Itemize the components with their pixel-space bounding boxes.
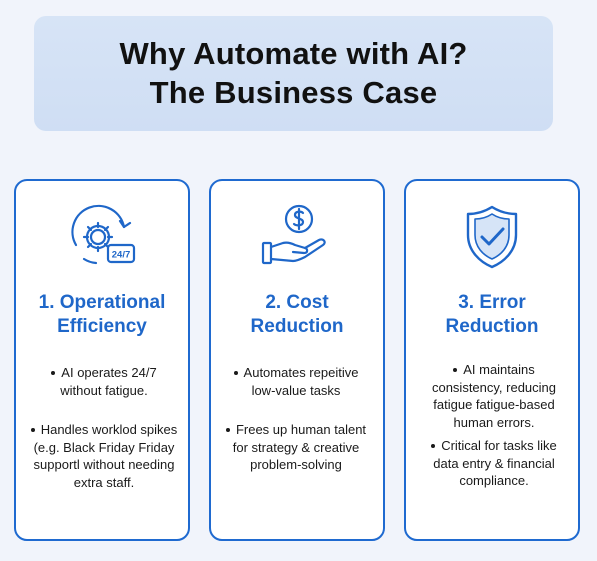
- card-title-line-2: Reduction: [250, 316, 344, 338]
- bullet-text: Automates repeitive low-value tasks: [243, 365, 359, 398]
- card-title-line-1: 1. Operational: [38, 292, 166, 313]
- card-title: 1. Operational Efficiency: [22, 291, 182, 339]
- bullet-item: AI maintains consistency, reducing fatig…: [420, 361, 568, 431]
- bullet-item: Automates repeitive low-value tasks: [225, 364, 367, 399]
- bullet-text: AI maintains consistency, reducing fatig…: [431, 362, 557, 430]
- bullet-dot: [431, 443, 436, 448]
- card-cost-reduction: 2. Cost Reduction Automates repeitive lo…: [209, 179, 385, 541]
- bullet-dot: [233, 370, 238, 375]
- card-operational-efficiency: 24/7 1. Operational Efficiency AI operat…: [14, 179, 190, 541]
- gear-24-7-icon: 24/7: [62, 201, 142, 273]
- bullet-text: Frees up human talent for strategy & cre…: [232, 422, 367, 473]
- bullet-dot: [51, 370, 56, 375]
- bullet-dot: [225, 427, 230, 432]
- bullet-item: AI operates 24/7 without fatigue.: [30, 364, 178, 399]
- bullet-dot: [30, 427, 35, 432]
- bullet-text: Handles worklod spikes (e.g. Black Frida…: [33, 422, 178, 490]
- card-title-line-1: 3. Error: [458, 292, 526, 313]
- shield-check-icon: [452, 201, 532, 273]
- card-title-line-2: Efficiency: [57, 316, 147, 338]
- card-title: 2. Cost Reduction: [217, 291, 377, 339]
- bullet-item: Critical for tasks like data entry & fin…: [420, 437, 568, 490]
- title-banner: Why Automate with AI? The Business Case: [34, 16, 553, 131]
- bullet-dot: [453, 367, 458, 372]
- icon-24-7-label: 24/7: [112, 250, 131, 261]
- page-title-line-2: The Business Case: [149, 74, 438, 110]
- card-title-line-2: Reduction: [445, 316, 539, 338]
- bullet-text: AI operates 24/7 without fatigue.: [60, 365, 157, 398]
- bullet-item: Frees up human talent for strategy & cre…: [225, 421, 367, 474]
- card-title: 3. Error Reduction: [412, 291, 572, 339]
- hand-dollar-icon: [257, 201, 337, 273]
- page-title-line-1: Why Automate with AI?: [119, 36, 468, 72]
- card-error-reduction: 3. Error Reduction AI maintains consiste…: [404, 179, 580, 541]
- card-title-line-1: 2. Cost: [265, 292, 329, 313]
- bullet-item: Handles worklod spikes (e.g. Black Frida…: [28, 421, 180, 491]
- bullet-text: Critical for tasks like data entry & fin…: [433, 438, 557, 489]
